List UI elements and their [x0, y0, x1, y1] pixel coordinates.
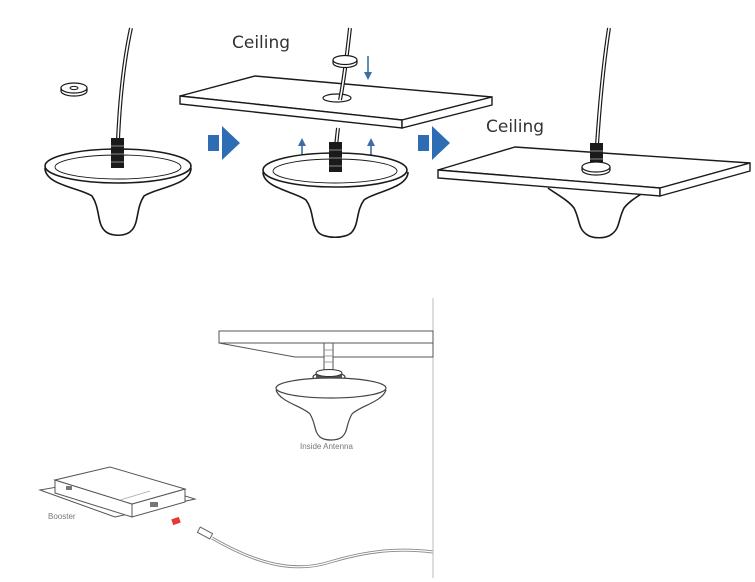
step2-group	[179, 27, 493, 239]
inside-antenna	[275, 377, 387, 441]
booster-device	[38, 466, 197, 518]
ceiling-label-step3: Ceiling	[486, 117, 545, 137]
step-arrow-2-icon	[418, 126, 450, 160]
inside-antenna-label: Inside Antenna	[300, 442, 353, 451]
step3-nut-icon	[581, 161, 611, 176]
ceiling-label-step2: Ceiling	[232, 33, 291, 53]
connector-marker-icon	[171, 516, 181, 526]
step-arrow-1-icon	[208, 126, 240, 160]
step3-antenna	[547, 187, 651, 239]
ceiling-hole	[322, 93, 352, 103]
bottom-cable	[196, 526, 434, 569]
step1-connector	[111, 138, 124, 168]
loose-nut-icon	[60, 82, 88, 97]
step1-antenna	[44, 138, 192, 237]
bottom-figure	[38, 298, 434, 578]
step1-cable	[116, 27, 133, 141]
step2-connector	[329, 142, 342, 172]
step1-group	[44, 27, 192, 237]
step2-antenna	[262, 142, 409, 239]
step3-group	[437, 27, 751, 239]
bottom-ceiling	[218, 330, 434, 344]
step2-nut-icon	[332, 54, 358, 69]
step3-connector	[590, 143, 603, 167]
booster-label: Booster	[48, 512, 76, 521]
